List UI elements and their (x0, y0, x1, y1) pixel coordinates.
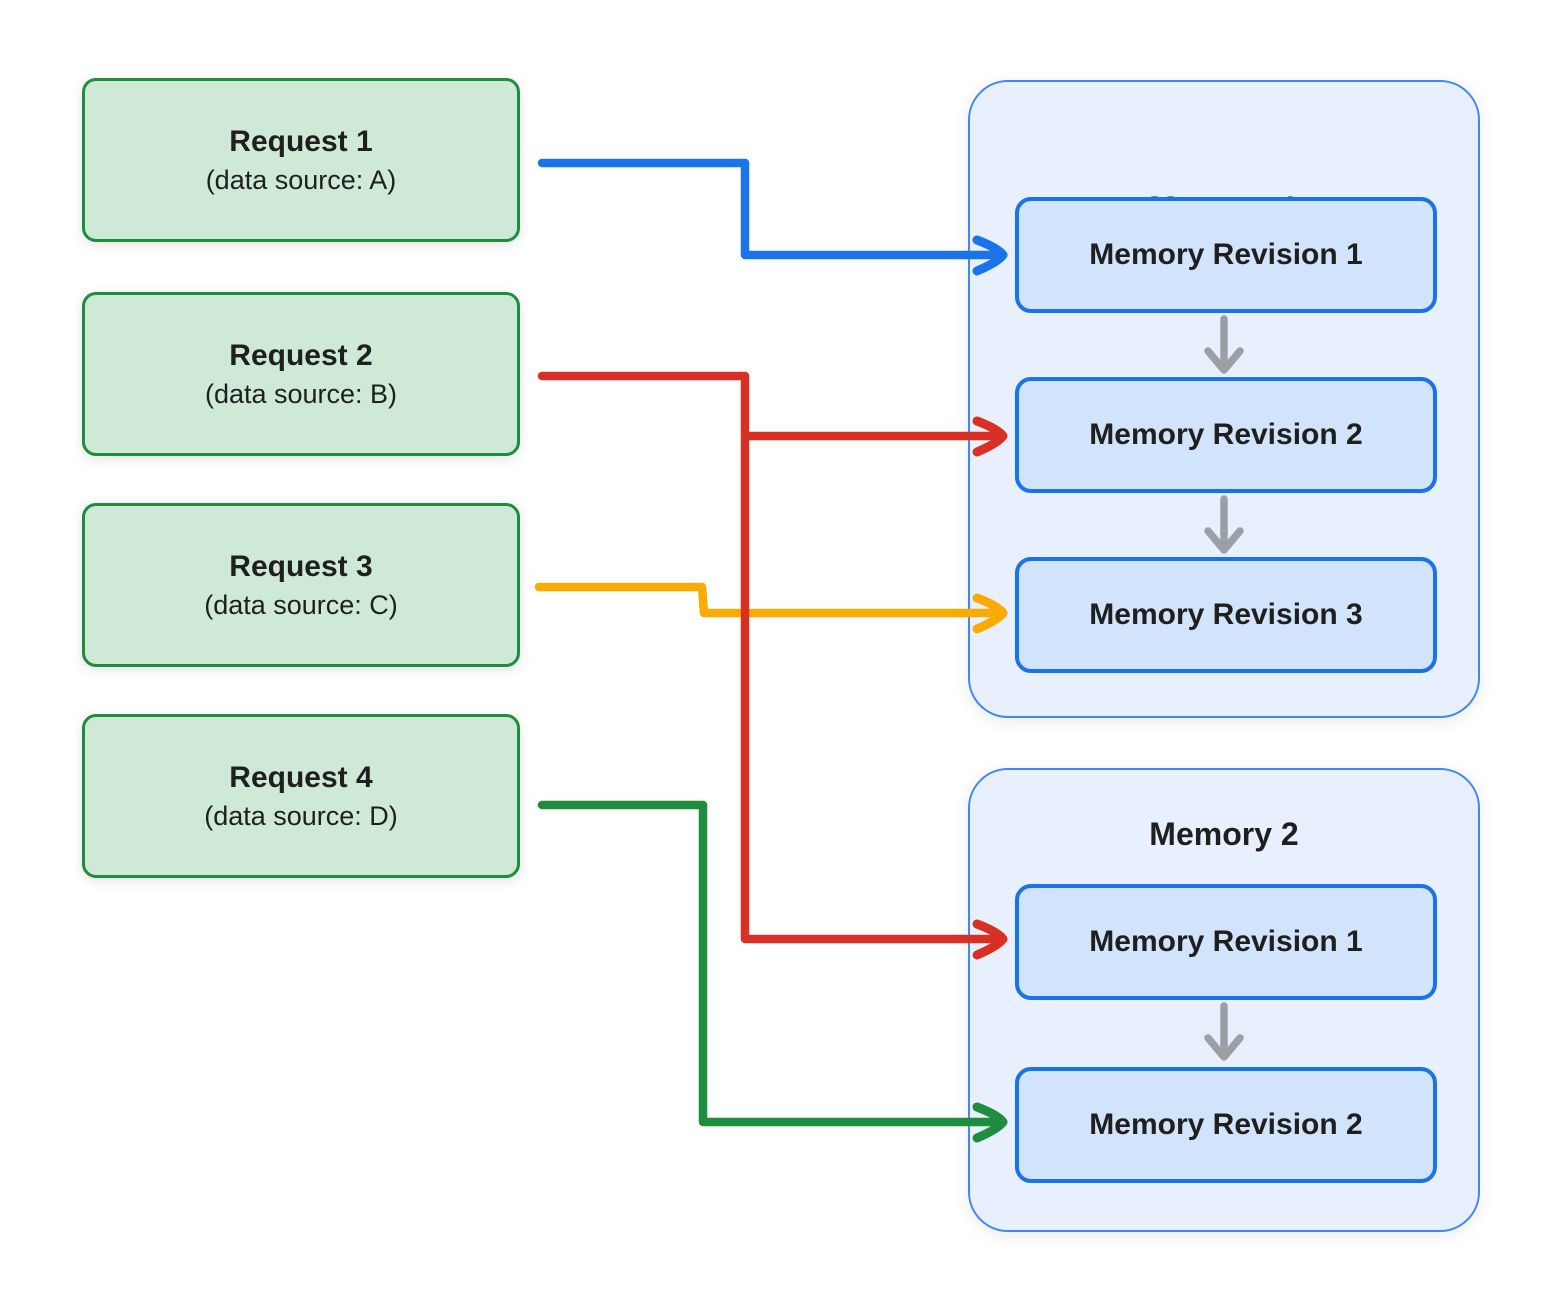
memory-1-revision-1-box: Memory Revision 1 (1015, 197, 1437, 313)
memory-1-revision-2-box: Memory Revision 2 (1015, 377, 1437, 493)
request-3-title: Request 3 (229, 549, 373, 583)
memory-2-title: Memory 2 (1149, 816, 1299, 852)
connector-request4-to-memory2-revision2 (537, 800, 1008, 1143)
request-1-box: Request 1 (data source: A) (82, 78, 520, 242)
memory-2-revision-2-box: Memory Revision 2 (1015, 1067, 1437, 1183)
request-2-title: Request 2 (229, 338, 373, 372)
request-2-box: Request 2 (data source: B) (82, 292, 520, 456)
memory-2-revision-1-box: Memory Revision 1 (1015, 884, 1437, 1000)
memory-2-container: Memory 2 Memory Revision 1 Memory Revisi… (968, 768, 1480, 1232)
request-4-title: Request 4 (229, 760, 373, 794)
connector-request2-to-memory1-revision2 (537, 371, 1008, 960)
request-1-subtitle: (data source: A) (205, 164, 397, 195)
request-3-box: Request 3 (data source: C) (82, 503, 520, 667)
request-1-title: Request 1 (229, 124, 373, 158)
connector-request1-to-memory1-revision1 (537, 158, 1008, 276)
request-3-subtitle: (data source: C) (204, 589, 398, 620)
request-4-box: Request 4 (data source: D) (82, 714, 520, 878)
connector-request3-to-memory1-revision3 (534, 582, 1008, 634)
request-2-subtitle: (data source: B) (204, 378, 398, 409)
request-4-subtitle: (data source: D) (204, 800, 398, 831)
memory-1-container: Memory 1 Memory Revision 1 Memory Revisi… (968, 80, 1480, 718)
memory-1-revision-3-box: Memory Revision 3 (1015, 557, 1437, 673)
